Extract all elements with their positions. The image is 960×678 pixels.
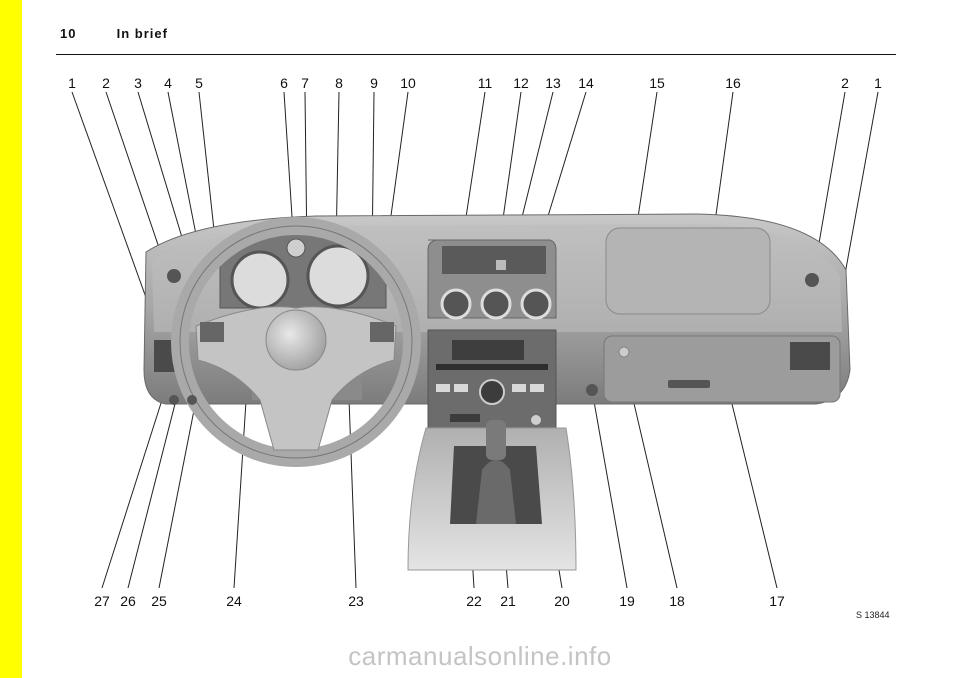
callout-label: 10 [400, 75, 416, 91]
dashboard-figure: 1 2 3 4 5 6 7 8 9 10 11 12 13 14 15 16 2… [56, 70, 896, 630]
callout-label: 4 [164, 75, 172, 91]
callout-label: 5 [195, 75, 203, 91]
callout-label: 2 [841, 75, 849, 91]
bottom-callouts: 27 26 25 24 23 22 21 20 19 18 17 [94, 593, 785, 609]
callout-label: 14 [578, 75, 594, 91]
callout-label: 12 [513, 75, 529, 91]
callout-label: 24 [226, 593, 242, 609]
yellow-margin-strip [0, 0, 22, 678]
callout-label: 3 [134, 75, 142, 91]
callout-label: 9 [370, 75, 378, 91]
header-rule [56, 54, 896, 55]
callout-label: 11 [478, 75, 493, 91]
callout-label: 13 [545, 75, 561, 91]
callout-label: 21 [500, 593, 516, 609]
top-callouts: 1 2 3 4 5 6 7 8 9 10 11 12 13 14 15 16 2… [68, 75, 882, 91]
callout-label: 26 [120, 593, 136, 609]
page-header: 10 In brief [60, 26, 168, 41]
callout-label: 25 [151, 593, 167, 609]
callout-label: 20 [554, 593, 570, 609]
callout-label: 27 [94, 593, 110, 609]
callout-label: 18 [669, 593, 685, 609]
callout-label: 6 [280, 75, 288, 91]
site-watermark: carmanualsonline.info [348, 641, 612, 671]
callout-label: 2 [102, 75, 110, 91]
callout-label: 1 [874, 75, 882, 91]
callout-label: 8 [335, 75, 343, 91]
dashboard-illustration [143, 213, 851, 571]
callout-label: 19 [619, 593, 635, 609]
callout-label: 7 [301, 75, 309, 91]
callout-label: 15 [649, 75, 665, 91]
callout-label: 17 [769, 593, 785, 609]
callout-label: 22 [466, 593, 482, 609]
page-number: 10 [60, 26, 77, 41]
callout-label: 23 [348, 593, 364, 609]
figure-id: S 13844 [856, 610, 890, 620]
page-title: In brief [116, 26, 168, 41]
callout-label: 16 [725, 75, 741, 91]
callout-label: 1 [68, 75, 76, 91]
